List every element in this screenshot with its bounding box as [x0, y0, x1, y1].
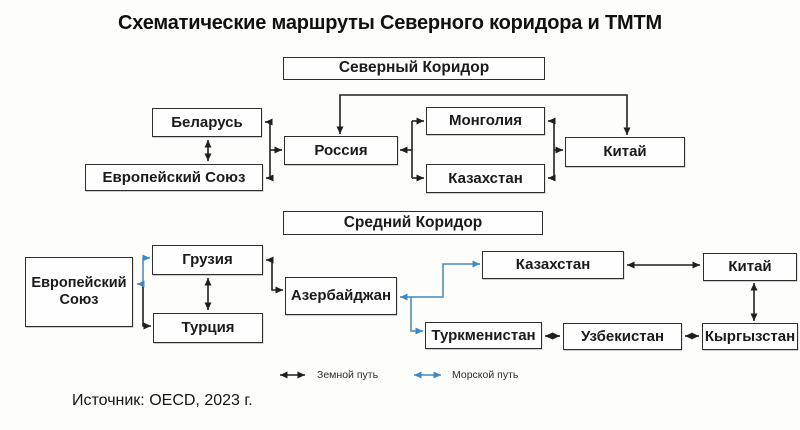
node-russia: Россия [284, 136, 398, 165]
node-uzbekistan: Узбекистан [563, 323, 682, 350]
node-mongolia: Монголия [426, 107, 545, 135]
source-note: Источник: OECD, 2023 г. [72, 392, 253, 409]
legend-sea-route-label: Морской путь [452, 369, 519, 381]
node-kazakhstan-mid: Казахстан [482, 251, 624, 279]
node-european-union-north: Европейский Союз [85, 164, 263, 191]
header-northern-corridor: Северный Коридор [283, 57, 545, 80]
node-belarus: Беларусь [152, 108, 262, 137]
node-kyrgyzstan: Кыргызстан [702, 323, 798, 350]
node-georgia: Грузия [152, 245, 263, 275]
node-azerbaijan: Азербайджан [285, 277, 397, 315]
header-middle-corridor: Средний Коридор [283, 211, 543, 235]
node-european-union-mid: Европейский Союз [25, 257, 133, 327]
connector-georgia-azerbaijan [266, 256, 283, 294]
diagram-title: Схематические маршруты Северного коридор… [118, 12, 662, 34]
connector-azerbaijan-turkmenistan-sea [410, 297, 423, 335]
node-turkmenistan: Туркменистан [425, 322, 542, 349]
node-china-mid: Китай [703, 253, 797, 281]
connector-eu-mid-to-georgia [142, 254, 150, 284]
connector-eu-mid-to-turkey [142, 284, 151, 330]
node-kazakhstan-north: Казахстан [426, 164, 545, 193]
connector-azerbaijan-kazakhstan-sea [400, 260, 480, 301]
legend-land-route-label: Земной путь [317, 369, 379, 381]
node-turkey: Турция [153, 313, 263, 343]
node-china-north: Китай [565, 137, 685, 167]
